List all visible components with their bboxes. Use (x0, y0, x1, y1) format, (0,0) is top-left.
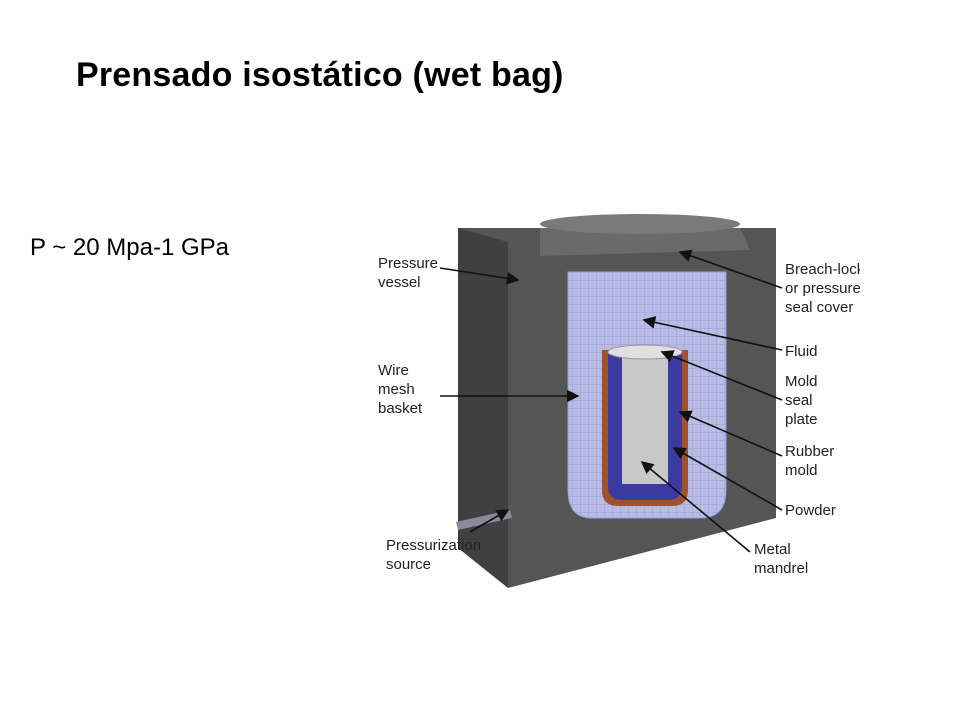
arrow-fluid (642, 316, 783, 351)
label-pressure-vessel: Pressure vessel (378, 255, 442, 291)
arrow-rubber-mold (678, 410, 783, 457)
label-pressurization-source: Pressurization source (386, 537, 485, 573)
label-wire-mesh-basket: Wire mesh basket (378, 362, 423, 417)
arrow-breach-lock (678, 249, 783, 289)
mold-seal-plate (607, 344, 683, 360)
slide-title: Prensado isostático (wet bag) (76, 56, 564, 94)
isostatic-press-diagram: Pressure vessel Wire mesh basket Pressur… (378, 214, 860, 588)
label-mold-seal-plate: Mold seal plate (785, 373, 822, 428)
pressure-range-text: P ~ 20 Mpa-1 GPa (30, 234, 230, 261)
arrow-pressurization (469, 509, 510, 533)
arrow-powder (672, 447, 783, 511)
pressure-vessel-side (458, 228, 508, 588)
seal-cover (540, 228, 750, 256)
label-powder: Powder (785, 502, 836, 519)
arrow-pressure-vessel (439, 267, 520, 285)
seal-cover-top (540, 214, 740, 234)
arrow-mold-seal-plate (660, 350, 783, 401)
label-fluid: Fluid (785, 343, 818, 360)
arrow-metal-mandrel (640, 460, 751, 553)
label-metal-mandrel: Metal mandrel (754, 541, 808, 577)
label-rubber-mold: Rubber mold (785, 443, 838, 479)
label-breach-lock: Breach-lock or pressure seal cover (785, 261, 860, 316)
